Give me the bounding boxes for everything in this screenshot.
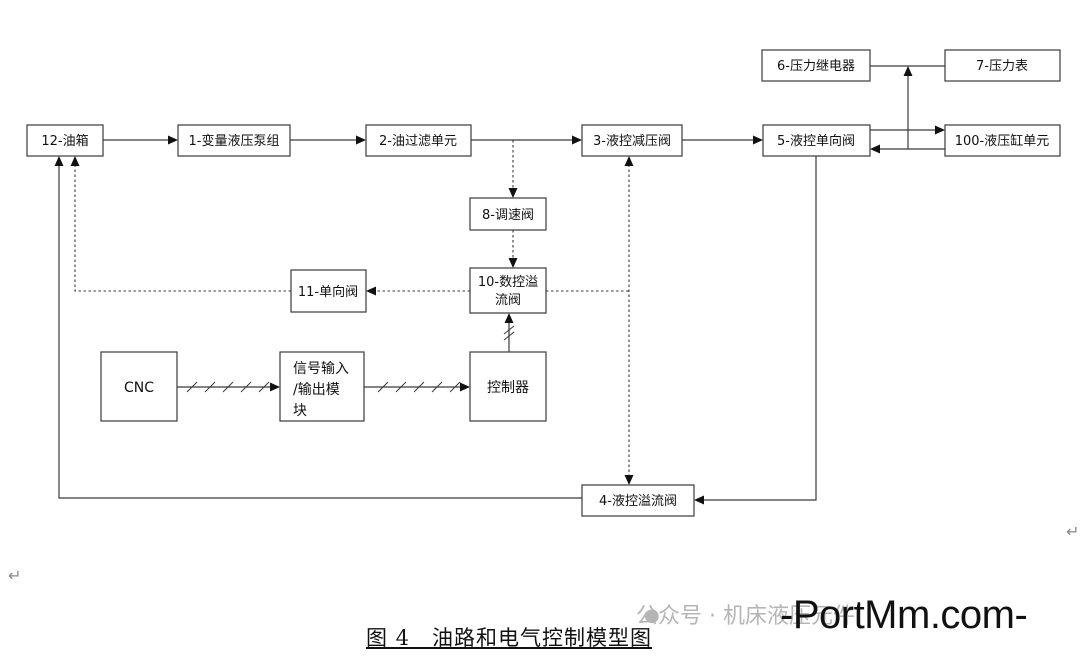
box-io-label-line1: 信号输入 [293,361,349,377]
box-1-label: 1-变量液压泵组 [189,133,280,149]
box-controller-label: 控制器 [487,380,529,396]
box-10-label-line1: 10-数控溢 [478,275,538,290]
arrow-into-8 [508,188,518,198]
box-100-label: 100-液压缸单元 [955,133,1050,149]
box-5-check-valve: 5-液控单向阀 [762,124,871,157]
return-mark-right: ↵ [1066,522,1080,541]
box-5-label: 5-液控单向阀 [777,133,855,149]
box-3-reducing-valve: 3-液控减压阀 [581,124,683,157]
box-1-pump-unit: 1-变量液压泵组 [177,124,291,157]
dot-11-to-12 [74,165,291,292]
box-2-filter-unit: 2-油过滤单元 [365,124,472,157]
dotted-connections [74,140,630,477]
solid-connections [58,65,945,501]
arrow-into-11 [366,286,376,296]
box-4-label: 4-液控溢流阀 [599,494,677,509]
box-12-label: 12-油箱 [41,133,88,149]
arrow-into-ctrl [460,382,470,392]
box-cnc: CNC [100,351,178,422]
line-4-to-12 [58,165,582,499]
box-7-pressure-gauge: 7-压力表 [944,49,1061,82]
arrow-into-12-solid [54,156,64,166]
box-2-label: 2-油过滤单元 [379,134,457,149]
figure-caption: 图 4 油路和电气控制模型图 [366,626,653,650]
box-6-label: 6-压力继电器 [777,59,855,74]
arrowheads [54,66,945,505]
arrow-into-100 [935,125,945,135]
signal-connections [177,325,515,393]
arrow-into-12-dotted [70,156,80,166]
box-io-label-line2: /输出模 [293,382,340,398]
box-10-label-line2: 流阀 [495,293,521,308]
box-cnc-label: CNC [124,380,154,396]
box-7-label: 7-压力表 [976,59,1028,74]
arrow-up-branch [903,66,913,76]
wechat-icon: ● [644,605,660,626]
arrow-into-3 [572,135,582,145]
box-3-label: 3-液控减压阀 [593,134,671,149]
box-100-cylinder-unit: 100-液压缸单元 [944,124,1061,157]
box-4-relief-valve: 4-液控溢流阀 [581,484,695,517]
box-io-module: 信号输入 /输出模 块 [279,351,365,422]
watermark-text: 公众号 · 机床液压元件 [636,604,855,629]
box-6-pressure-relay: 6-压力继电器 [761,49,871,82]
box-10-nc-relief-valve: 10-数控溢 流阀 [469,267,547,314]
arrow-into-4-right [694,495,704,505]
arrow-into-1 [168,135,178,145]
box-controller: 控制器 [469,351,547,422]
arrow-into-10-bottom [504,313,514,323]
line-5-to-4 [702,156,817,501]
watermark-site: -PortMm.com- [780,593,1028,637]
box-8-speed-valve: 8-调速阀 [469,197,547,231]
box-11-check-valve: 11-单向阀 [290,269,367,313]
box-io-label-line3: 块 [293,403,307,419]
arrow-into-4-top [624,475,634,485]
return-mark-left: ↵ [8,566,22,585]
arrow-into-io [270,382,280,392]
arrow-into-3-bottom [624,156,634,166]
arrow-into-2 [356,135,366,145]
box-8-label: 8-调速阀 [482,208,534,223]
box-12-oil-tank: 12-油箱 [26,124,104,157]
hatch-marks [186,325,515,393]
box-11-label: 11-单向阀 [298,284,358,300]
arrow-into-10 [508,258,518,268]
arrow-into-5 [753,135,763,145]
arrow-back-to-5 [870,144,880,154]
